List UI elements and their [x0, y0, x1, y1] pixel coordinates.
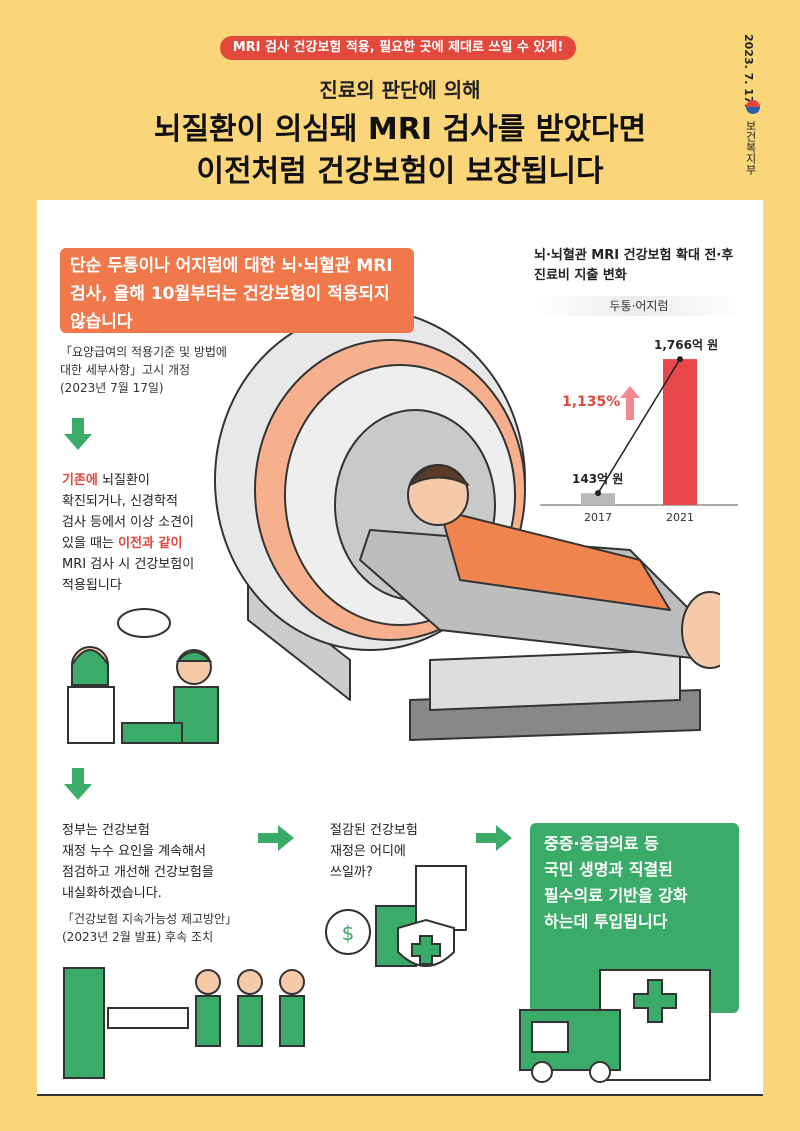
ministry-logo-icon [746, 100, 760, 114]
notice-source-3: (2023년 7월 17일) [60, 381, 164, 395]
chart-up-arrow-icon [620, 386, 640, 420]
plan-line2: 재정 누수 요인을 계속해서 [62, 844, 206, 859]
queue-illustration [63, 967, 305, 1079]
answer-line1: 중증·응급의료 등 [544, 834, 659, 853]
ministry-name: 보건복지부 [744, 120, 757, 175]
page-title-line1: 뇌질환이 의심돼 MRI 검사를 받았다면 [153, 112, 647, 147]
chart-tick-2021: 2021 [666, 511, 694, 524]
savings-illustration: $ [325, 865, 467, 967]
answer-line3: 필수의료 기반을 강화 [544, 886, 688, 905]
chart-bar-2017 [581, 493, 615, 505]
chart-title: 뇌·뇌혈관 MRI 건강보험 확대 전·후 진료비 지출 변화 [534, 248, 734, 283]
plan-line1: 정부는 건강보험 [62, 823, 150, 838]
page-subtitle: 진료의 판단에 의해 [319, 78, 481, 102]
chart-point-2021 [677, 356, 683, 363]
plan-line3: 점검하고 개선해 건강보험을 [62, 865, 214, 880]
chart-point-2017 [595, 490, 601, 497]
existing-line6: 적용됩니다 [62, 578, 122, 593]
hospital-ambulance-illustration [519, 969, 711, 1083]
existing-prefix: 기존에 [62, 473, 98, 488]
arrow-down-icon [64, 418, 92, 450]
mri-illustration [214, 309, 720, 741]
chart-bar-2021 [663, 359, 697, 505]
plan-source-1: 「건강보험 지속가능성 제고방안」 [62, 912, 238, 926]
question-line2: 재정은 어디에 [330, 844, 406, 859]
plan-line4: 내실화하겠습니다. [62, 886, 162, 901]
page-title-line2: 이전처럼 건강보험이 보장됩니다 [196, 154, 604, 189]
arrow-down-icon-2 [64, 768, 92, 800]
svg-text:$: $ [342, 921, 355, 945]
bottom-divider [37, 1094, 763, 1096]
notice-source-1: 「요양급여의 적용기준 및 방법에 [60, 345, 227, 359]
question-line1: 절감된 건강보험 [330, 823, 418, 838]
chart-value-label-2017: 143억 원 [572, 472, 623, 486]
chart-growth-line [597, 358, 681, 494]
notice-headline: 단순 두통이나 어지럼에 대한 뇌·뇌혈관 MRI 검사, 올해 10월부터는 … [60, 248, 414, 333]
chart-subtitle: 두통·어지럼 [534, 296, 744, 316]
chart: 2017 143억 원 2021 1,766억 원 1,135% [540, 338, 738, 524]
doctor-consultation-illustration [67, 608, 219, 744]
plan-source-2: (2023년 2월 발표) 후속 조치 [62, 930, 214, 944]
existing-line2: 확진되거나, 신경학적 [62, 494, 178, 509]
existing-line4-a: 있을 때는 [62, 536, 119, 551]
chart-growth-label: 1,135% [562, 394, 620, 410]
existing-line1-rest: 뇌질환이 [97, 473, 150, 488]
arrow-right-icon [258, 825, 294, 851]
chart-value-label-2021: 1,766억 원 [654, 338, 718, 352]
answer-line2: 국민 생명과 직결된 [544, 860, 673, 879]
existing-line5: MRI 검사 시 건강보험이 [62, 557, 195, 572]
answer-line4: 하는데 투입됩니다 [544, 912, 668, 931]
date-label: 2023. 7. 17. [742, 34, 755, 108]
notice-source-2: 대한 세부사항」고시 개정 [60, 363, 191, 377]
chart-tick-2017: 2017 [584, 511, 612, 524]
header-tag: MRI 검사 건강보험 적용, 필요한 곳에 제대로 쓰일 수 있게! [220, 36, 576, 60]
arrow-right-icon-2 [476, 825, 512, 851]
existing-line3: 검사 등에서 이상 소견이 [62, 515, 194, 530]
existing-line1: 기존에 뇌질환이 [62, 470, 194, 491]
question-line3: 쓰일까? [330, 865, 373, 880]
existing-line4: 있을 때는 이전과 같이 [62, 533, 194, 554]
existing-line4-b: 이전과 같이 [118, 536, 183, 551]
